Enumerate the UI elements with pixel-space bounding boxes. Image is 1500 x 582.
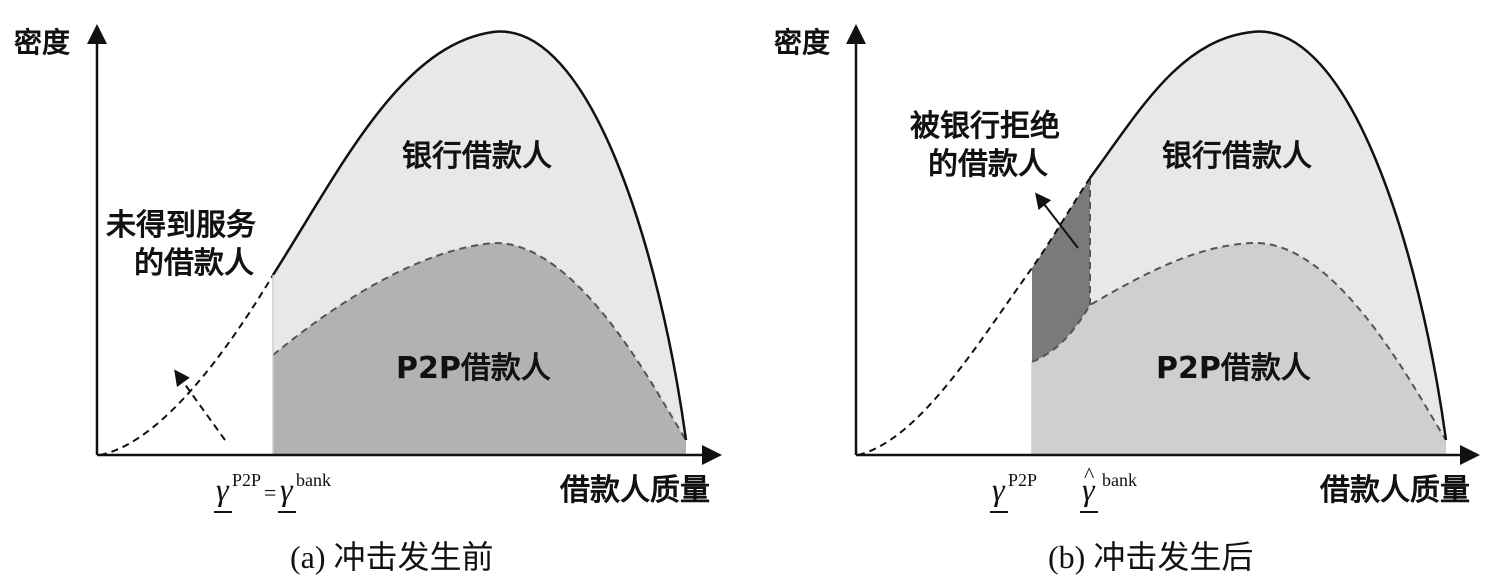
rejected-borrower-label-line1: 被银行拒绝	[910, 109, 1060, 144]
threshold-sup-bank: bank	[296, 470, 331, 490]
threshold-p2p-label: γ P2P	[990, 470, 1037, 513]
threshold-equals: =	[264, 480, 276, 505]
bank-borrower-label: 银行借款人	[1162, 139, 1312, 174]
caption-a: (a) 冲击发生前	[290, 539, 494, 575]
threshold-label: γ P2P = γ bank	[214, 470, 331, 513]
x-axis-label: 借款人质量	[559, 473, 710, 508]
gamma-symbol: γ	[992, 471, 1006, 507]
x-axis-label: 借款人质量	[1319, 473, 1470, 508]
caption-b: (b) 冲击发生后	[1048, 539, 1253, 575]
panel-b: 密度 借款人质量 银行借款人 P2P借款人 被银行拒绝 的借款人 γ P2P ^…	[774, 24, 1480, 575]
threshold-sup-p2p: P2P	[232, 470, 261, 490]
bank-density-curve	[1088, 30, 1448, 441]
gamma-symbol: γ	[280, 471, 294, 507]
gamma-symbol: γ	[1082, 471, 1096, 507]
rejected-pointer-arrow	[1035, 192, 1079, 249]
threshold-sup-p2p: P2P	[1008, 470, 1037, 490]
threshold-bank-label: ^ γ bank	[1080, 462, 1137, 513]
unserved-density-curve	[857, 177, 1091, 456]
p2p-borrower-region	[273, 242, 686, 455]
unserved-density-curve	[99, 274, 274, 456]
p2p-borrower-label: P2P借款人	[1156, 351, 1311, 386]
y-axis-label: 密度	[774, 26, 830, 59]
panel-a: 密度 借款人质量 银行借款人 P2P借款人 未得到服务 的借款人 γ P2P =…	[14, 24, 722, 575]
rejected-borrower-region	[1032, 178, 1090, 362]
gamma-symbol: γ	[216, 471, 230, 507]
y-axis-label: 密度	[14, 26, 70, 59]
p2p-borrower-label: P2P借款人	[396, 351, 551, 386]
unserved-borrower-label-line1: 未得到服务	[106, 208, 256, 243]
threshold-sup-bank: bank	[1102, 470, 1137, 490]
bank-borrower-label: 银行借款人	[402, 139, 552, 174]
unserved-borrower-label-line2: 的借款人	[134, 246, 254, 281]
p2p-density-curve	[272, 241, 687, 441]
rejected-borrower-label-line2: 的借款人	[928, 147, 1048, 182]
p2p-borrower-region	[1032, 242, 1446, 455]
unserved-pointer-arrow	[174, 369, 226, 441]
bank-density-curve	[271, 30, 688, 441]
p2p-density-curve	[1031, 241, 1447, 441]
hat-symbol: ^	[1084, 462, 1095, 487]
